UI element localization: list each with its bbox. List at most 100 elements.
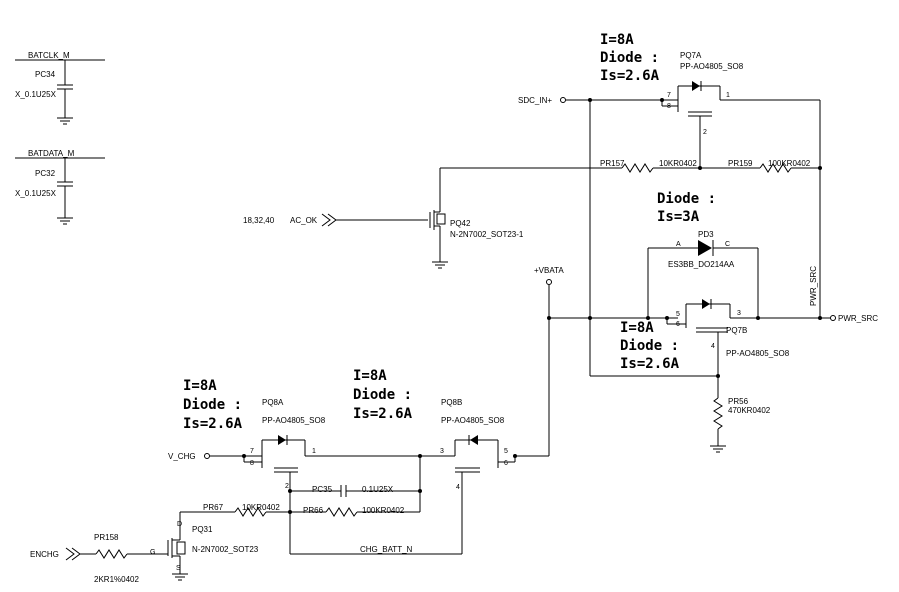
pq7a-annotation: I=8A Diode : Is=2.6A PQ7A PP-AO4805_SO8 — [600, 32, 744, 84]
pq7a-is: Is=2.6A — [600, 68, 660, 84]
mosfet-pq7a: 7 8 1 2 — [660, 81, 820, 168]
pq31-part: N-2N7002_SOT23 — [192, 545, 259, 554]
svg-text:5: 5 — [676, 311, 680, 318]
svg-text:PR66: PR66 — [303, 506, 324, 515]
net-label-batclk: BATCLK_M — [28, 51, 70, 60]
svg-text:D: D — [177, 521, 182, 528]
svg-text:1: 1 — [726, 92, 730, 99]
ground-icon — [57, 217, 73, 225]
svg-text:C: C — [725, 241, 730, 248]
ground-icon — [172, 573, 188, 581]
net-label-pwr-src: PWR_SRC — [838, 314, 878, 323]
resistor-pr67: PR67 10KR0402 — [179, 503, 290, 520]
resistor-pr56: PR56 470KR0402 — [710, 397, 771, 453]
mosfet-pq31: D G S PQ31 N-2N7002_SOT23 — [150, 520, 259, 581]
pq42-ref: PQ42 — [450, 219, 471, 228]
svg-text:A: A — [676, 241, 681, 248]
mosfet-pq42: PQ42 N-2N7002_SOT23-1 — [429, 168, 524, 269]
pq8b-part: PP-AO4805_SO8 — [441, 416, 505, 425]
net-label-pwr-src-vertical: PWR_SRC — [809, 266, 818, 306]
svg-text:6: 6 — [504, 460, 508, 467]
pwr-src-port: PWR_SRC — [830, 314, 878, 323]
pq8b-ref: PQ8B — [441, 398, 462, 407]
pq7b-annotation: I=8A Diode : Is=2.6A — [620, 320, 680, 372]
ac-ok-pages: 18,32,40 — [243, 216, 275, 225]
pq7a-current: I=8A — [600, 32, 634, 48]
net-label-v-chg: V_CHG — [168, 452, 196, 461]
ground-icon — [57, 117, 73, 125]
pq7a-ref: PQ7A — [680, 51, 702, 60]
pq8b-diode: Diode : — [353, 387, 412, 403]
pq8b-is: Is=2.6A — [353, 406, 413, 422]
svg-text:0.1U25X: 0.1U25X — [362, 485, 394, 494]
resistor-pr66: PR66 100KR0402 — [290, 506, 420, 517]
resistor-pr158: PR158 2KR1%0402 — [94, 533, 168, 584]
svg-text:2: 2 — [285, 483, 289, 490]
enchg-port: ENCHG — [30, 547, 96, 561]
net-label-enchg: ENCHG — [30, 550, 59, 559]
pd3-ref: PD3 — [698, 230, 714, 239]
pq8a-is: Is=2.6A — [183, 416, 243, 432]
capacitor-pc32: BATDATA_M PC32 X_0.1U25X — [15, 149, 105, 225]
svg-text:1: 1 — [312, 448, 316, 455]
capacitor-pc35: PC35 0.1U25X — [290, 456, 422, 512]
svg-text:8: 8 — [250, 460, 254, 467]
svg-text:3: 3 — [440, 448, 444, 455]
pq8a-current: I=8A — [183, 378, 217, 394]
main-rail — [549, 100, 720, 378]
svg-text:2KR1%0402: 2KR1%0402 — [94, 575, 139, 584]
ground-icon — [432, 261, 448, 269]
svg-text:7: 7 — [667, 92, 671, 99]
pc32-ref: PC32 — [35, 169, 56, 178]
net-label-sdc-in: SDC_IN+ — [518, 96, 552, 105]
mosfet-pq8b: 3 5 6 4 — [418, 435, 549, 554]
pq7a-diode: Diode : — [600, 50, 659, 66]
mosfet-pq7b: 5 6 3 4 PQ7B PP-AO4805_SO8 — [666, 299, 830, 398]
sdc-in-port: SDC_IN+ — [518, 96, 678, 105]
pd3-is: Is=3A — [657, 209, 700, 225]
pc32-value: X_0.1U25X — [15, 189, 57, 198]
pq8a-part: PP-AO4805_SO8 — [262, 416, 326, 425]
pq31-ref: PQ31 — [192, 525, 213, 534]
pd3-annotation: Diode : Is=3A PD3 ES3BB_DO214AA — [657, 191, 735, 269]
svg-text:G: G — [150, 549, 155, 556]
chg-batt-n-net: CHG_BATT_N — [290, 545, 462, 555]
pq7a-part: PP-AO4805_SO8 — [680, 62, 744, 71]
pc34-value: X_0.1U25X — [15, 90, 57, 99]
svg-text:100KR0402: 100KR0402 — [768, 159, 811, 168]
pq7b-diode: Diode : — [620, 338, 679, 354]
pq42-part: N-2N7002_SOT23-1 — [450, 230, 524, 239]
svg-text:PR56: PR56 — [728, 397, 749, 406]
pq8b-annotation: I=8A Diode : Is=2.6A PQ8B PP-AO4805_SO8 — [353, 368, 505, 425]
svg-text:10KR0402: 10KR0402 — [242, 503, 280, 512]
net-label-ac-ok: AC_OK — [290, 216, 318, 225]
svg-text:470KR0402: 470KR0402 — [728, 406, 771, 415]
svg-text:7: 7 — [250, 448, 254, 455]
net-label-batdata: BATDATA_M — [28, 149, 75, 158]
diode-pd3: A C — [647, 240, 759, 318]
svg-text:2: 2 — [703, 129, 707, 136]
svg-text:100KR0402: 100KR0402 — [362, 506, 405, 515]
svg-text:4: 4 — [456, 484, 460, 491]
ground-icon — [710, 445, 726, 453]
pq7b-current: I=8A — [620, 320, 654, 336]
net-label-vbata: +VBATA — [534, 266, 564, 275]
pq7b-ref: PQ7B — [726, 326, 747, 335]
svg-text:10KR0402: 10KR0402 — [659, 159, 697, 168]
svg-text:PR157: PR157 — [600, 159, 625, 168]
mosfet-pq8a: 7 8 1 2 — [242, 435, 438, 554]
vbata-port: +VBATA — [534, 266, 564, 456]
pc34-ref: PC34 — [35, 70, 56, 79]
pwr-src-rail: PWR_SRC — [809, 100, 822, 318]
capacitor-pc34: BATCLK_M PC34 X_0.1U25X — [15, 51, 105, 125]
pq8a-ref: PQ8A — [262, 398, 284, 407]
svg-text:PR159: PR159 — [728, 159, 753, 168]
pd3-diode: Diode : — [657, 191, 716, 207]
resistor-pr159: PR159 100KR0402 — [728, 159, 820, 173]
svg-text:PC35: PC35 — [312, 485, 333, 494]
ac-ok-port: 18,32,40 AC_OK — [243, 213, 428, 227]
pq8a-annotation: I=8A Diode : Is=2.6A PQ8A PP-AO4805_SO8 — [183, 378, 326, 432]
pd3-part: ES3BB_DO214AA — [668, 260, 735, 269]
svg-text:5: 5 — [504, 448, 508, 455]
